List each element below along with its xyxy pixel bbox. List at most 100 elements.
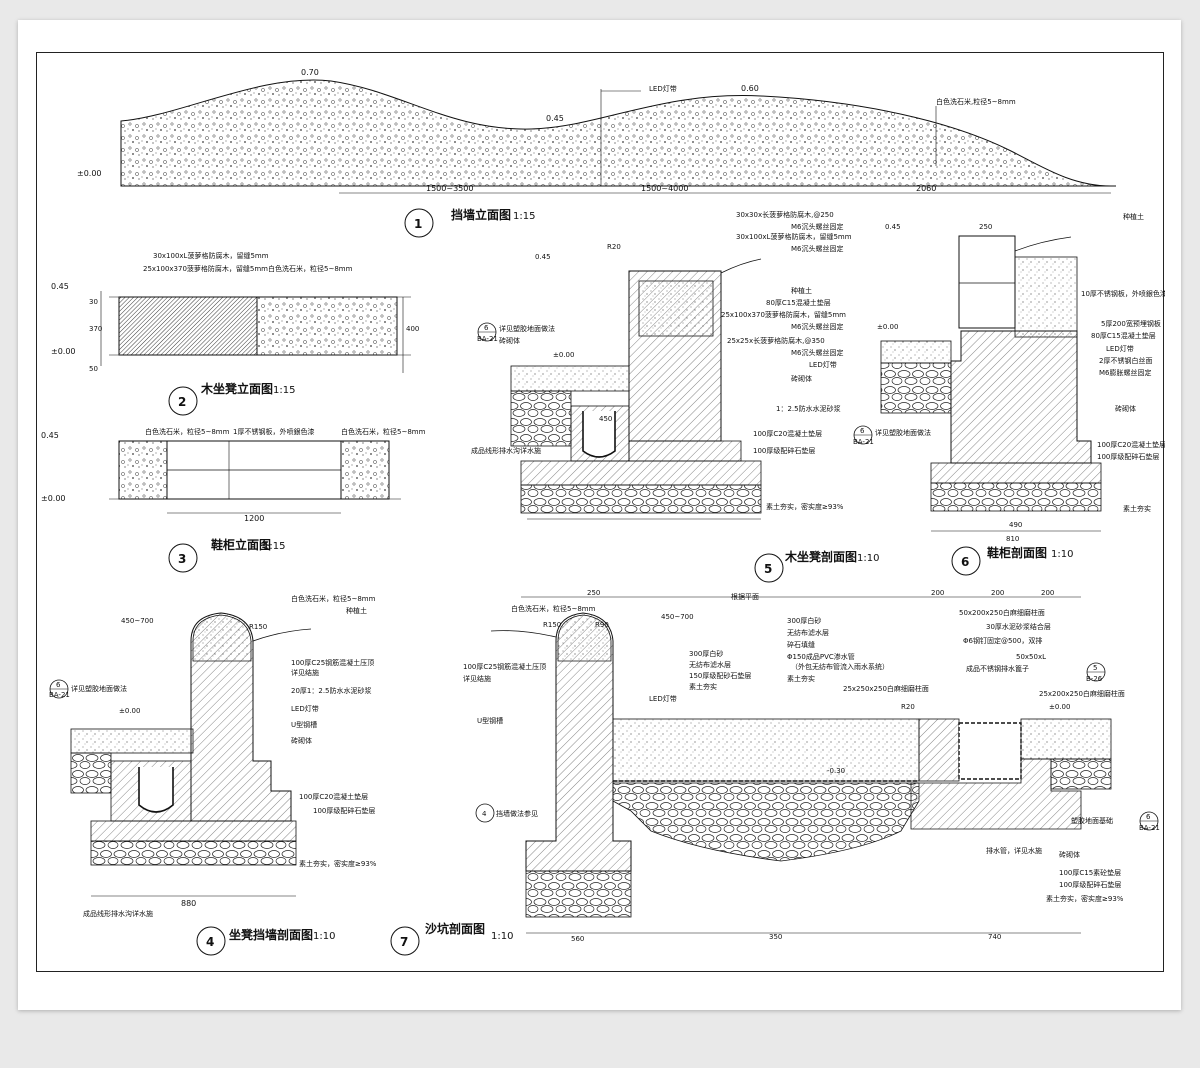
v7-e5: 成品不锈钢排水篦子 bbox=[966, 664, 1029, 673]
v5-c11: LED灯带 bbox=[809, 360, 837, 369]
v7-e6: 25x250x250白麻细磨柱面 bbox=[843, 684, 929, 693]
v4-l1: 100厚C25钢筋混凝土压顶 bbox=[291, 658, 374, 667]
v7-axis: 根据平面 bbox=[731, 592, 759, 601]
v1-dim-1: 1500~3500 bbox=[426, 184, 473, 193]
v4-l6: 100厚C20混凝土垫层 bbox=[299, 792, 368, 801]
v7-ref5-num: 5 bbox=[1093, 664, 1097, 672]
v7-e2: 30厚水泥砂浆结合层 bbox=[986, 622, 1051, 631]
v4-l2: 20厚1：2.5防水水泥砂浆 bbox=[291, 686, 372, 695]
v6-level-045: 0.45 bbox=[885, 223, 901, 231]
v6-title: 鞋柜剖面图 bbox=[987, 545, 1047, 560]
v4-l3: LED灯带 bbox=[291, 704, 319, 713]
drawing-frame: 0.70 0.60 0.45 ±0.00 LED灯带 白色洗石米,粒径5~8mm… bbox=[36, 52, 1167, 972]
v5-ref: 详见塑胶地面做法 bbox=[499, 324, 555, 333]
v7-s4: 素土夯实 bbox=[689, 682, 717, 691]
v6-d2: 10厚不锈钢板，外喷銀色漆 bbox=[1081, 289, 1165, 298]
v7-m3: 碎石填缝 bbox=[787, 640, 815, 649]
v3-note-right: 白色洗石米，粒径5~8mm bbox=[341, 427, 426, 436]
v5-ref-num: 6 bbox=[484, 324, 489, 332]
v2-dim-50: 50 bbox=[89, 365, 98, 373]
v7-s1: 300厚白砂 bbox=[689, 649, 723, 658]
v7-r150: R150 bbox=[543, 621, 561, 629]
v7-s3: 150厚级配砂石垫层 bbox=[689, 671, 751, 680]
v5-c3: 30x100xL菠萝格防腐木，留缝5mm bbox=[736, 232, 852, 241]
v4-l8: 素土夯实，密实度≥93% bbox=[299, 859, 377, 868]
v5-c9: 25x25x长菠萝格防腐木,@350 bbox=[727, 336, 825, 345]
v2-scale: 1:15 bbox=[273, 385, 295, 396]
v7-dim-740: 740 bbox=[988, 933, 1001, 941]
v5-level-045: 0.45 bbox=[535, 253, 551, 261]
v5-title: 木坐凳剖面图 bbox=[784, 549, 857, 564]
v7-ref6-num: 6 bbox=[1146, 813, 1151, 821]
v5-c12: 砖砌体 bbox=[791, 374, 812, 383]
v7-level-m030: -0.30 bbox=[827, 767, 845, 775]
v3-scale: 1:15 bbox=[263, 541, 285, 552]
v1-stone-label: 白色洗石米,粒径5~8mm bbox=[936, 97, 1016, 106]
v5-ref2: 砖砌体 bbox=[499, 336, 520, 345]
v4-dim-880: 880 bbox=[181, 899, 196, 908]
v4-ref-sheet: BA-21 bbox=[49, 691, 70, 699]
v6-dim-250: 250 bbox=[979, 223, 992, 231]
v5-c14: 100厚C20混凝土垫层 bbox=[753, 429, 822, 438]
v7-w3: 挡墙做法参见 bbox=[496, 809, 538, 818]
v7-w1: 100厚C25钢筋混凝土压顶 bbox=[463, 662, 546, 671]
v7-b4: 素土夯实，密实度≥93% bbox=[1046, 894, 1124, 903]
view-3-cabinet-elevation: 白色洗石米，粒径5~8mm 1厚不锈钢板，外喷銀色漆 白色洗石米，粒径5~8mm… bbox=[41, 427, 426, 573]
v6-num: 6 bbox=[961, 555, 969, 569]
v2-dim-30: 30 bbox=[89, 298, 98, 306]
v1-dim-2: 1500~4000 bbox=[641, 184, 688, 193]
v6-d9: 100厚C20混凝土垫层 bbox=[1097, 440, 1165, 449]
v2-note-1: 30x100xL菠萝格防腐木，留缝5mm bbox=[153, 251, 269, 260]
v1-num: 1 bbox=[414, 217, 422, 231]
v7-r90: R90 bbox=[595, 621, 609, 629]
v7-dim-560: 560 bbox=[571, 935, 584, 943]
v7-w1b: 详见结施 bbox=[463, 674, 491, 683]
v7-m4: Φ150成品PVC渗水管 bbox=[787, 652, 855, 661]
v7-b1: 砖砌体 bbox=[1059, 850, 1080, 859]
v2-title: 木坐凳立面图 bbox=[200, 381, 273, 396]
v3-note-mid: 1厚不锈钢板，外喷銀色漆 bbox=[233, 427, 314, 436]
v7-dim-250: 250 bbox=[587, 589, 600, 597]
v7-dim-200a: 200 bbox=[931, 589, 944, 597]
v4-level-000: ±0.00 bbox=[119, 707, 140, 715]
v7-num: 7 bbox=[400, 935, 408, 949]
v7-range: 450~700 bbox=[661, 613, 694, 621]
v6-d6: 2厚不锈钢白丝面 bbox=[1099, 356, 1152, 365]
v7-s2: 无纺布滤水层 bbox=[689, 660, 731, 669]
v3-note-left: 白色洗石米，粒径5~8mm bbox=[145, 427, 230, 436]
v5-num: 5 bbox=[764, 562, 772, 576]
v6-d8: 砖砌体 bbox=[1115, 404, 1136, 413]
v4-num: 4 bbox=[206, 935, 214, 949]
v7-e4: 50x50xL bbox=[1016, 653, 1046, 661]
v2-level-000: ±0.00 bbox=[51, 347, 76, 356]
v3-level-000: ±0.00 bbox=[41, 494, 66, 503]
v7-dim-200b: 200 bbox=[991, 589, 1004, 597]
v6-d4: 80厚C15混凝土垫层 bbox=[1091, 331, 1156, 340]
v3-title: 鞋柜立面图 bbox=[211, 537, 271, 552]
v2-num: 2 bbox=[178, 395, 186, 409]
v7-m5: （外包无纺布管流入雨水系统） bbox=[791, 662, 889, 671]
v6-dim-490: 490 bbox=[1009, 521, 1022, 529]
v7-dim-200c: 200 bbox=[1041, 589, 1054, 597]
v1-level-060: 0.60 bbox=[741, 84, 759, 93]
v6-ref: 详见塑胶地面做法 bbox=[875, 428, 931, 437]
v7-e3: Φ6钢钉固定@500，双排 bbox=[963, 636, 1042, 645]
drawing-canvas: 0.70 0.60 0.45 ±0.00 LED灯带 白色洗石米,粒径5~8mm… bbox=[41, 68, 1167, 956]
v7-e7: 25x200x250白麻细磨柱面 bbox=[1039, 689, 1125, 698]
v7-title: 沙坑剖面图 bbox=[425, 921, 485, 936]
v5-drain: 成品线形排水沟详水施 bbox=[471, 446, 541, 455]
v7-scale: 1:10 bbox=[491, 931, 513, 942]
v4-l7: 100厚级配碎石垫层 bbox=[313, 806, 375, 815]
v5-c15: 100厚级配碎石垫层 bbox=[753, 446, 815, 455]
v7-ref6-sheet: BA-21 bbox=[1139, 824, 1160, 832]
v6-dim-810: 810 bbox=[1006, 535, 1019, 543]
v6-ref-num: 6 bbox=[860, 427, 865, 435]
v7-dim-350: 350 bbox=[769, 933, 782, 941]
v2-dim-400: 400 bbox=[406, 325, 419, 333]
v5-c7: 25x100x370菠萝格防腐木，留缝5mm bbox=[721, 310, 846, 319]
v4-l4: U型钢槽 bbox=[291, 720, 317, 729]
v6-d1: 种植土 bbox=[1123, 212, 1144, 221]
v7-r20: R20 bbox=[901, 703, 915, 711]
view-5-bench-section: 30x30x长菠萝格防腐木,@250 M6沉头螺丝固定 30x100xL菠萝格防… bbox=[471, 210, 879, 583]
v6-scale: 1:10 bbox=[1051, 549, 1073, 560]
